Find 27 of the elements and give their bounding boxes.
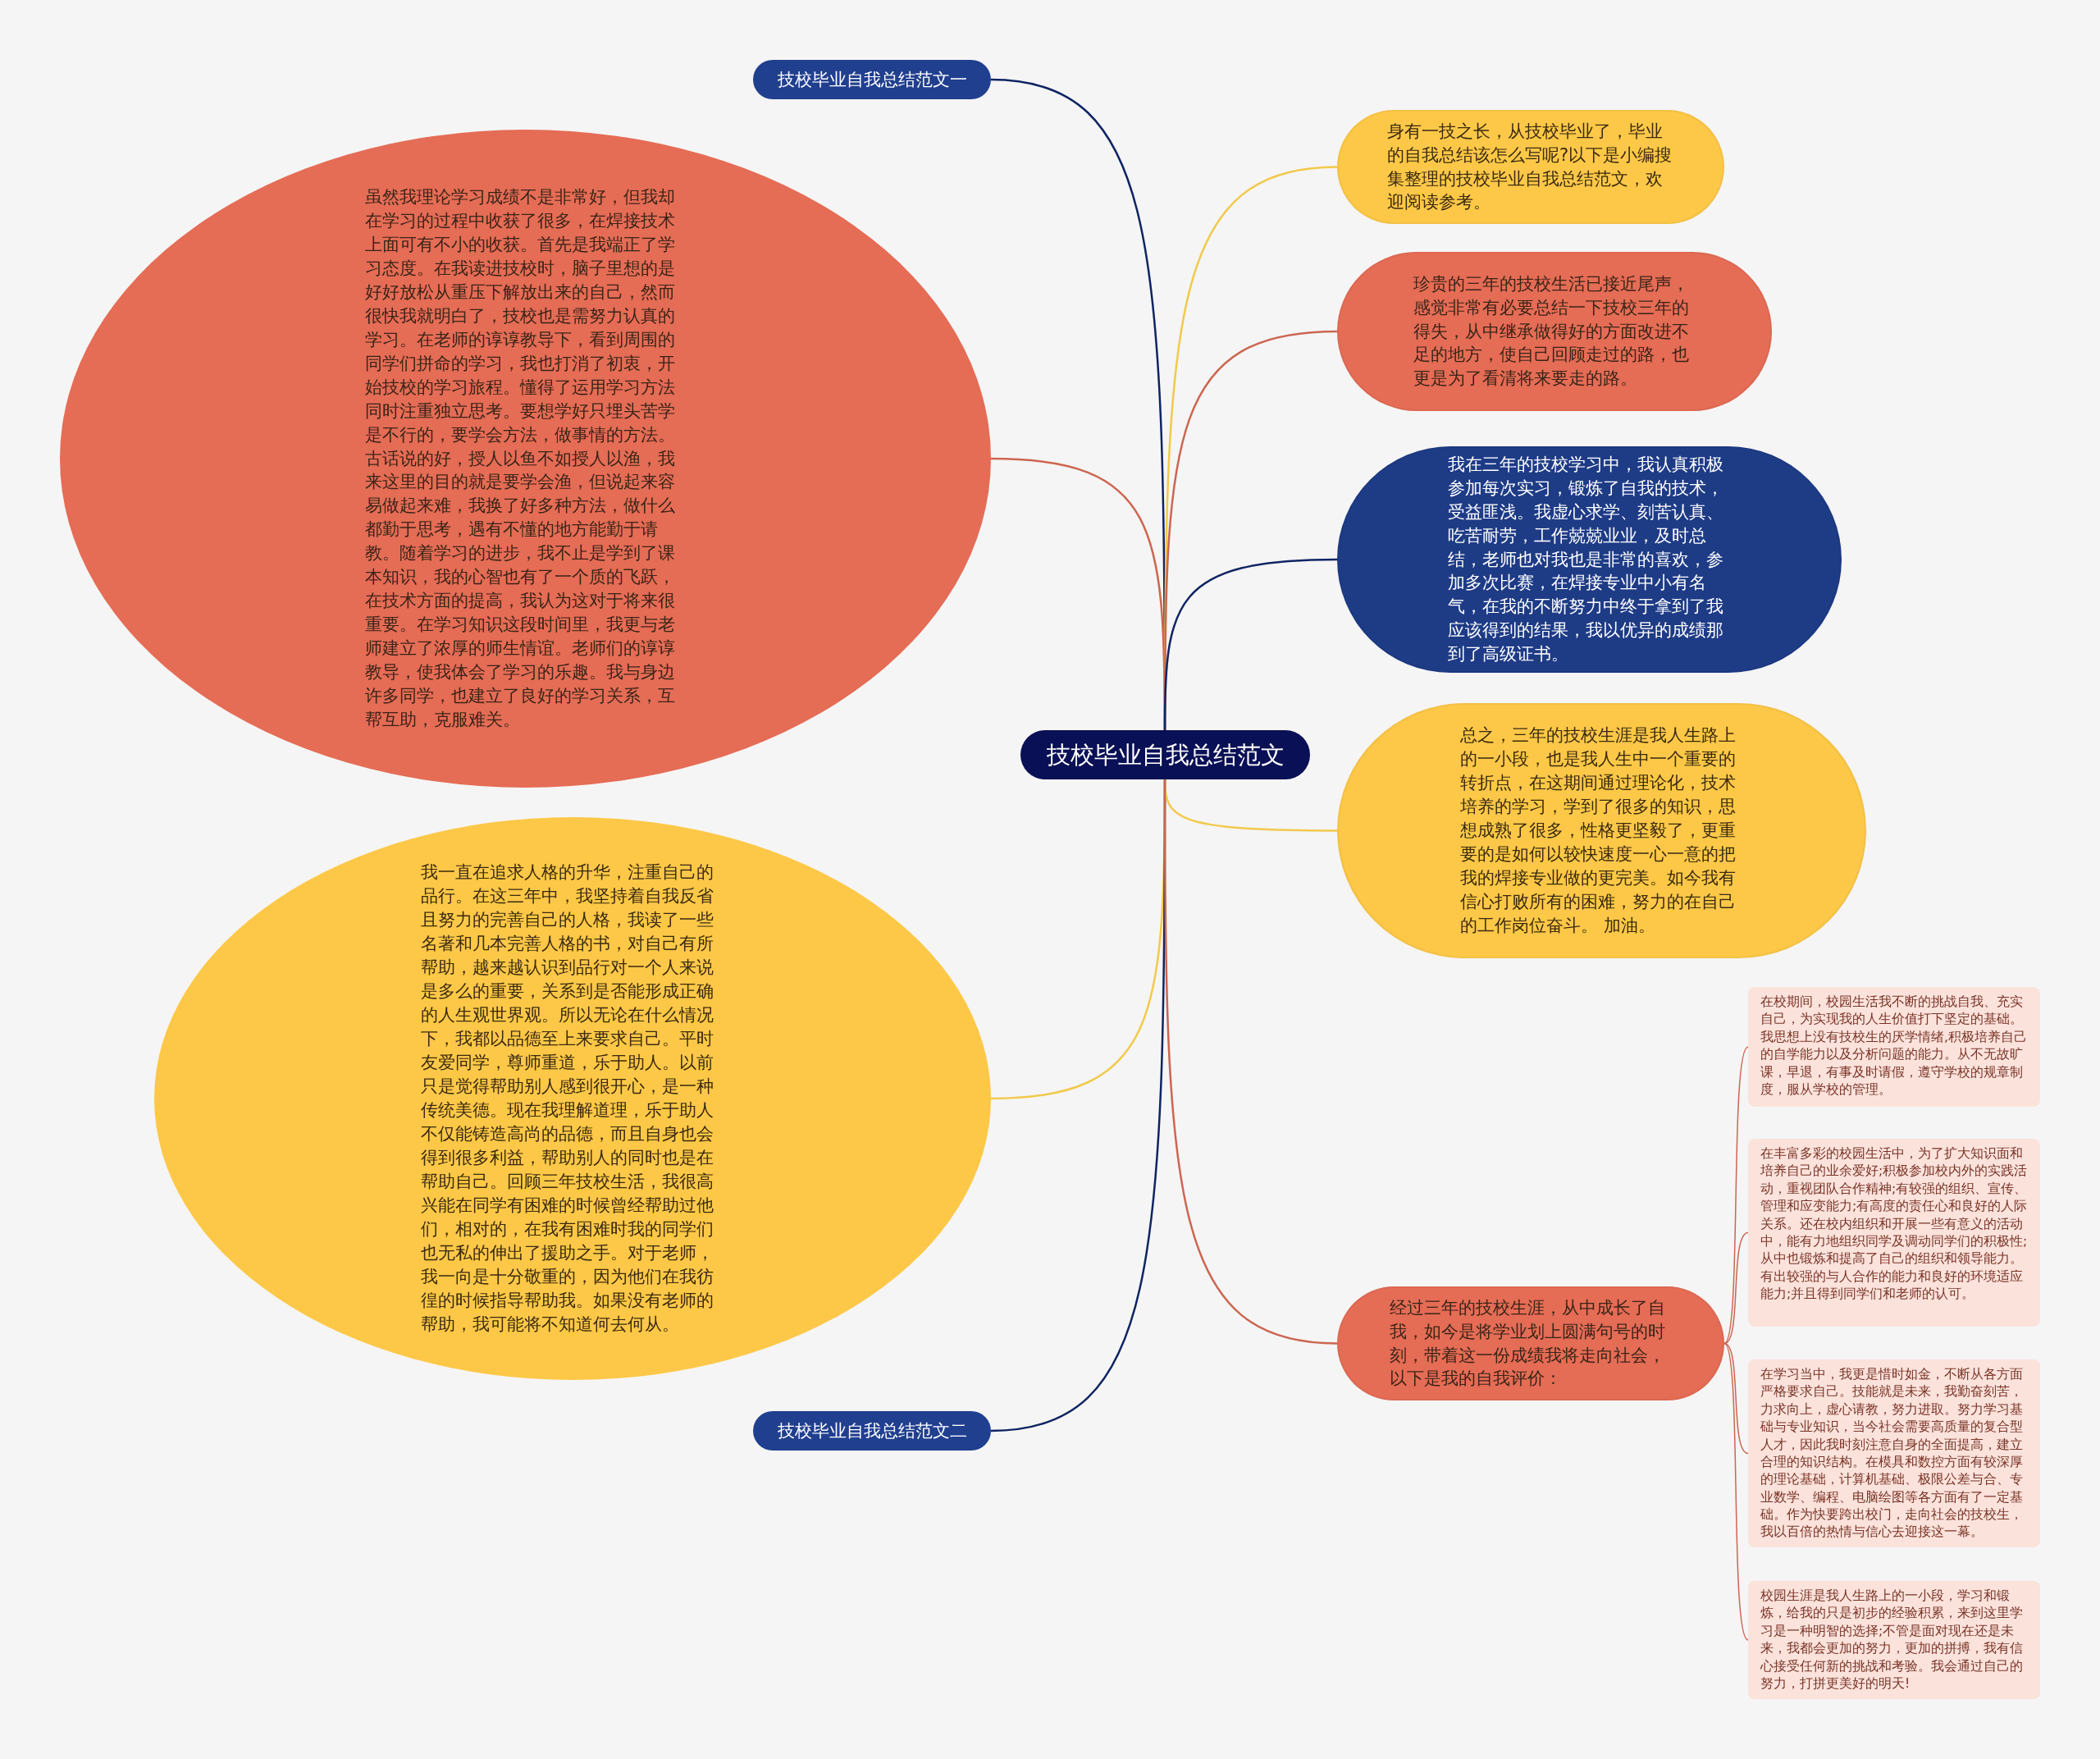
paragraph: 我在三年的技校学习中，我认真积极参加每次实习，锻炼了自我的技术，受益匪浅。我虚心求学、刻苦认真、吃苦耐劳，工作兢兢业业，及时总结，老师也对我也是非常的喜欢，参加多次比赛，在焊接专业中小有名气，在我的不断努力中终于拿到了我应该得到的结果，我以优异的成绩那到了高级证书。 bbox=[1448, 453, 1724, 666]
paragraph: 经过三年的技校生涯，从中成长了自我，如今是将学业划上圆满句号的时刻，带着这一份成绩我将走向社会，以下是我的自我评价： bbox=[1389, 1296, 1666, 1391]
section-title: 技校毕业自我总结范文一 bbox=[776, 68, 968, 91]
connector-line bbox=[1723, 1046, 1749, 1345]
note-text: 在丰富多彩的校园生活中，为了扩大知识面和培养自己的业余爱好;积极参加校内外的实践活动，重视团队合作精神;有较强的组织、宣传、管理和应变能力;有高度的责任心和良好的人际关系。还在校内组织和开展一些有意义的活动中，能有力地组织同学及调动同学们的积极性;从中也锻炼和提高了自己的组织和领导能力。有出较强的与人合作的能力和良好的环境适应能力;并且得到同学们和老师的认可。 bbox=[1760, 1145, 2029, 1303]
paragraph: 珍贵的三年的技校生活已接近尾声，感觉非常有必要总结一下技校三年的得失，从中继承做得好的方面改进不足的地方，使自己回顾走过的路，也更是为了看清将来要走的路。 bbox=[1413, 272, 1690, 391]
topic-title: 技校毕业自我总结范文 bbox=[1045, 740, 1285, 770]
connector-line bbox=[1163, 558, 1338, 730]
connector-line bbox=[1723, 1342, 1749, 1641]
paragraph: 我一直在追求人格的升华，注重自己的品行。在这三年中，我坚持着自我反省且努力的完善自己的人格，我读了一些名著和几本完善人格的书，对自己有所帮助，越来越认识到品行对一个人来说是多么的重要，关系到是否能形成正确的人生观世界观。所以无论在什么情况下，我都以品德至上来要求自己。平时友爱同学，尊师重道，乐于助人。以前只是觉得帮助别人感到很开心，是一种传统美德。现在我理解道理，乐于助人不仅能铸造高尚的品德，而且自身也会得到很多利益，帮助别人的同时也是在帮助自己。回顾三年技校生活，我很高兴能在同学有困难的时候曾经帮助过他们，相对的，在我有困难时我的同学们也无私的伸出了援助之手。对于老师，我一向是十分敬重的，因为他们在我彷徨的时候指导帮助我。如果没有老师的帮助，我可能将不知道何去何从。 bbox=[421, 861, 714, 1336]
note-card bbox=[1748, 987, 2040, 1107]
connector-line bbox=[1163, 779, 1338, 1345]
note-card bbox=[1748, 1359, 2040, 1547]
connector-line bbox=[1723, 1231, 1749, 1345]
note-card bbox=[1748, 1139, 2040, 1327]
note-text: 校园生涯是我人生路上的一小段，学习和锻炼，给我的只是初步的经验积累，来到这里学习是一种明智的选择;不管是面对现在还是未来，我都会更加的努力，更加的拼搏，我有信心接受任何新的挑战和考验。我会通过自己的努力，打拼更美好的明天! bbox=[1760, 1588, 2024, 1693]
connector-line bbox=[1723, 1342, 1749, 1455]
note-text: 在校期间，校园生活我不断的挑战自我、充实自己，为实现我的人生价值打下坚定的基础。我思想上没有技校生的厌学情绪,积极培养自己的自学能力以及分析问题的能力。从不无故旷课，早退，有事及时请假，遵守学校的规章制度，服从学校的管理。 bbox=[1760, 994, 2028, 1099]
section-title: 技校毕业自我总结范文二 bbox=[776, 1419, 968, 1442]
paragraph: 总之，三年的技校生涯是我人生路上的一小段，也是我人生中一个重要的转折点，在这期间通过理论化，技术培养的学习，学到了很多的知识，思想成熟了很多，性格更坚毅了，更重要的是如何以较快速度一心一意的把我的焊接专业做的更完美。如今我有信心打败所有的困难，努力的在自己的工作岗位奋斗。 加油。 bbox=[1460, 724, 1737, 937]
note-text: 在学习当中，我更是惜时如金，不断从各方面严格要求自己。技能就是未来，我勤奋刻苦，力求向上，虚心请教，努力进取。努力学习基础与专业知识，当今社会需要高质量的复合型人才，因此我时刻注意自身的全面提高，建立合理的知识结构。在模具和数控方面有较深厚的理论基础，计算机基础、极限公差与合、专业数学、编程、电脑绘图等各方面有了一定基础。作为快要跨出校门，走向社会的技校生，我以百倍的热情与信心去迎接这一幕。 bbox=[1760, 1366, 2024, 1542]
section-title-bar bbox=[753, 1411, 991, 1451]
central-topic bbox=[1020, 730, 1310, 779]
note-card bbox=[1748, 1581, 2040, 1699]
paragraph: 身有一技之长，从技校毕业了，毕业的自我总结该怎么写呢?以下是小编搜集整理的技校毕业自我总结范文，欢迎阅读参考。 bbox=[1387, 120, 1673, 214]
paragraph: 虽然我理论学习成绩不是非常好，但我却在学习的过程中收获了很多，在焊接技术上面可有不小的收获。首先是我端正了学习态度。在我读进技校时，脑子里想的是好好放松从重压下解放出来的自己，然而很快我就明白了，技校也是需努力认真的学习。在老师的谆谆教导下，看到周围的同学们拼命的学习，我也打消了初衷，开始技校的学习旅程。懂得了运用学习方法同时注重独立思考。要想学好只埋头苦学是不行的，要学会方法，做事情的方法。古话说的好，授人以鱼不如授人以渔，我来这里的目的就是要学会渔，但说起来容易做起来难，我换了好多种方法，做什么都勤于思考，遇有不懂的地方能勤于请教。随着学习的进步，我不止是学到了课本知识，我的心智也有了一个质的飞跃，在技术方面的提高，我认为这对于将来很重要。在学习知识这段时间里，我更与老师建立了浓厚的师生情谊。老师们的谆谆教导，使我体会了学习的乐趣。我与身边许多同学，也建立了良好的学习关系，互帮互助，克服难关。 bbox=[364, 185, 676, 732]
section-title-bar bbox=[753, 60, 991, 99]
